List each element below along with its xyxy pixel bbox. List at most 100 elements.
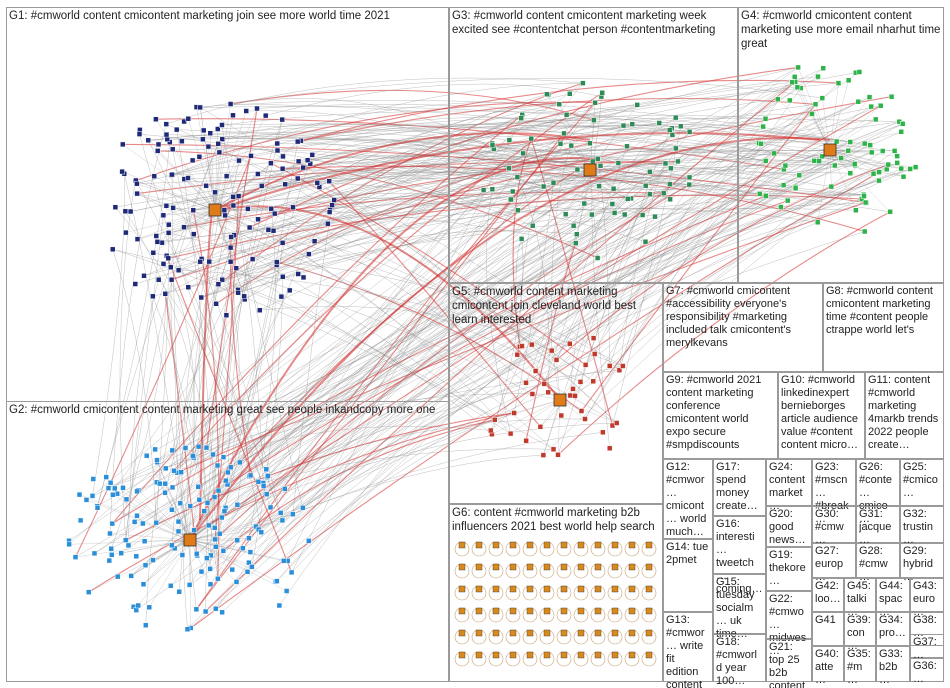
network-edge (597, 158, 610, 366)
square-node-icon (567, 340, 573, 347)
square-node-icon (223, 477, 229, 484)
network-edge (589, 169, 690, 185)
square-node-icon (529, 341, 535, 348)
square-node-icon (796, 172, 803, 179)
square-node-icon (573, 240, 579, 246)
network-edge (171, 279, 195, 456)
network-edge (193, 117, 676, 531)
group-box-g24[interactable]: G24: content market… (766, 459, 812, 512)
square-node-icon (606, 363, 613, 369)
square-node-icon (212, 536, 218, 543)
square-node-icon (647, 191, 653, 198)
network-edge (250, 168, 911, 553)
square-node-icon (143, 622, 149, 628)
group-box-g17[interactable]: G17: spend money create… (713, 459, 766, 516)
network-edge (170, 209, 216, 268)
square-node-icon (594, 585, 602, 593)
group-box-g14[interactable]: G14: tue 2pmet (663, 539, 713, 612)
group-box-g27[interactable]: G27: europ… (812, 543, 856, 583)
network-edge (510, 169, 591, 200)
network-edge (219, 211, 511, 434)
square-node-icon (567, 91, 573, 97)
square-node-icon (877, 102, 884, 109)
group-box-g31[interactable]: G31: jacque… (856, 506, 900, 546)
group-box-g34[interactable]: G34: pro… (876, 612, 910, 646)
network-edge (525, 242, 577, 441)
group-box-g44[interactable]: G44: spac… (876, 578, 910, 618)
group-box-g38[interactable]: G38:… (910, 612, 944, 646)
square-node-icon (555, 452, 561, 458)
square-node-icon (150, 557, 156, 563)
group-box-g19[interactable]: G19: thekore… (766, 547, 812, 591)
network-edge (189, 539, 284, 562)
group-box-g15[interactable]: G15: tuesday socialm… uk time… (713, 574, 766, 640)
group-box-g11[interactable]: G11: content #cmworld marketing 4markb t… (865, 372, 944, 459)
group-box-g32[interactable]: G32: trustin… (900, 506, 944, 546)
network-edge (188, 153, 775, 288)
group-box-g6[interactable]: G6: content #cmworld marketing b2b influ… (449, 504, 663, 682)
group-box-g36[interactable]: G36:… (910, 658, 944, 685)
square-node-icon (782, 162, 789, 169)
square-node-icon (577, 563, 585, 571)
square-node-icon (230, 202, 237, 209)
group-box-g41[interactable]: G41 (812, 612, 844, 646)
group-box-g7[interactable]: G7: #cmworld cmicontent #accessibility e… (663, 283, 823, 372)
group-box-g1[interactable]: G1: #cmworld content cmicontent marketin… (6, 7, 449, 402)
group-box-g28[interactable]: G28: #cmw… (856, 543, 900, 583)
group-box-g22[interactable]: G22: #cmwo… midwes… (766, 591, 812, 657)
group-box-g42[interactable]: G42: loo… (812, 578, 844, 612)
network-edge (551, 350, 561, 401)
square-node-icon (686, 129, 693, 135)
group-label-g8: G8: #cmworld content cmicontent marketin… (826, 285, 933, 336)
group-box-g20[interactable]: G20: good news… (766, 506, 812, 547)
group-box-g2[interactable]: G2: #cmworld cmicontent content marketin… (6, 401, 449, 682)
group-box-g13[interactable]: G13: #cmwor… write fit edition content… (663, 612, 713, 688)
network-edge (69, 539, 191, 545)
square-node-icon (215, 281, 222, 287)
group-box-g8[interactable]: G8: #cmworld content cmicontent marketin… (823, 283, 944, 372)
group-box-g37[interactable]: G37:… (910, 634, 944, 661)
group-box-g12[interactable]: G12: #cmwor… cmicont… world much… (663, 459, 713, 539)
square-node-icon (119, 168, 125, 175)
group-box-g43[interactable]: G43: euro… (910, 578, 944, 618)
network-edge (190, 186, 796, 629)
group-box-g25[interactable]: G25: #cmico… (900, 459, 944, 506)
network-edge (158, 279, 262, 533)
group-box-g39[interactable]: G39: con… (844, 612, 876, 652)
square-node-icon (206, 258, 212, 265)
network-edge (556, 177, 690, 360)
group-box-g35[interactable]: G35: #m… (844, 646, 876, 686)
group-box-g45[interactable]: G45: talki… (844, 578, 876, 618)
group-box-g21[interactable]: G21: top 25 b2b content… (766, 639, 812, 688)
network-edge (829, 149, 857, 211)
group-box-g23[interactable]: G23: #mscn… #break… (812, 459, 856, 525)
square-node-icon (515, 207, 521, 214)
network-edge (210, 118, 522, 585)
group-box-g3[interactable]: G3: #cmworld content cmicontent marketin… (449, 7, 738, 283)
group-box-g10[interactable]: G10: #cmworld linkedinexpert bernieborge… (778, 372, 865, 459)
group-box-g4[interactable]: G4: #cmworld cmicontent content marketin… (738, 7, 944, 283)
group-box-g5[interactable]: G5: #cmworld content marketing cmiconten… (449, 283, 663, 504)
group-box-g30[interactable]: G30: #cmw… (812, 506, 856, 546)
square-node-icon (509, 541, 517, 549)
network-edge (201, 119, 876, 298)
network-edge (492, 145, 591, 171)
network-edge (94, 153, 775, 554)
group-box-g26[interactable]: G26: #conte… cmico… (856, 459, 900, 525)
square-node-icon (873, 116, 879, 123)
group-box-g40[interactable]: G40: atte… (812, 646, 844, 686)
group-box-g16[interactable]: G16: interesti… tweetch… coming… (713, 516, 766, 595)
square-node-icon (628, 541, 636, 549)
square-node-icon (560, 629, 568, 637)
square-node-icon (876, 177, 882, 184)
group-box-g9[interactable]: G9: #cmworld 2021 content marketing conf… (663, 372, 778, 459)
group-label-g3: G3: #cmworld content cmicontent marketin… (452, 10, 716, 36)
square-node-icon (276, 602, 283, 609)
group-label-g15: G15: tuesday socialm… uk time… (716, 576, 755, 640)
network-edge (287, 82, 584, 562)
square-node-icon (274, 259, 280, 265)
group-box-g18[interactable]: G18: #cmworld year 100… (713, 634, 766, 687)
square-node-icon (257, 307, 263, 313)
group-box-g33[interactable]: G33: b2b… (876, 646, 910, 686)
group-box-g29[interactable]: G29: hybrid… (900, 543, 944, 583)
